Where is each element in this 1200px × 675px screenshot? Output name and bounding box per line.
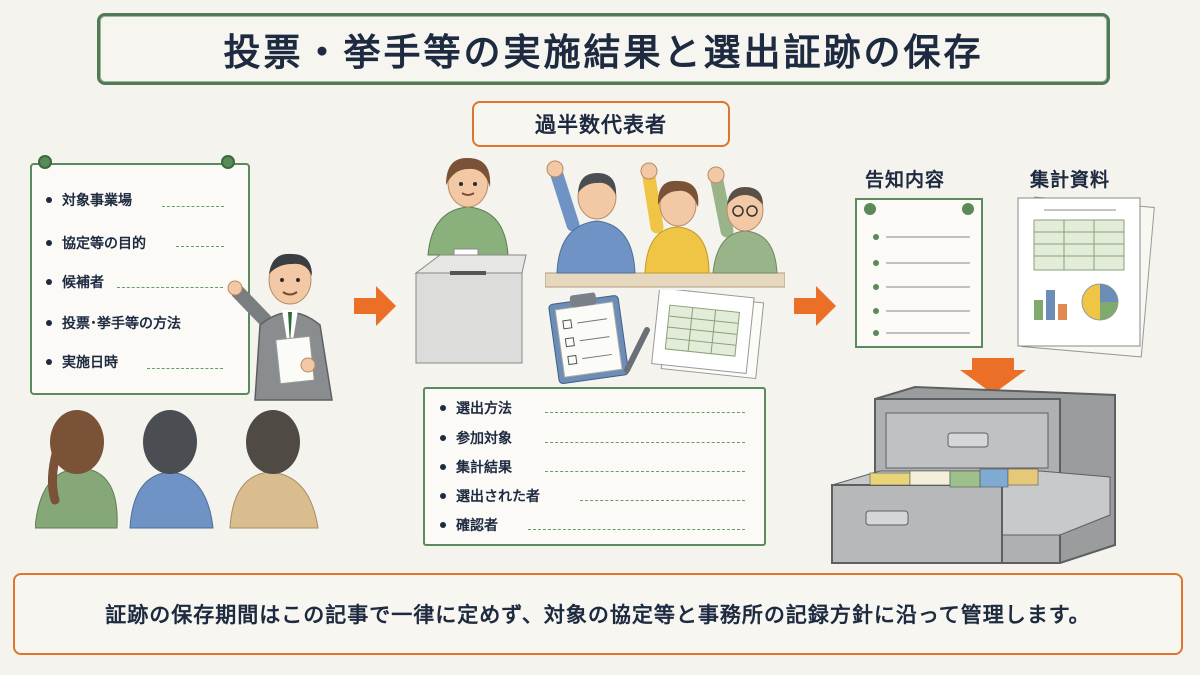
notice-board (30, 163, 250, 395)
notice-item: 協定等の目的 (46, 233, 146, 253)
footer-note: 証跡の保存期間はこの記事で一律に定めず、対象の協定等と事務所の記録方針に沿って管… (105, 603, 1091, 627)
results-item: 選出方法 (440, 398, 512, 418)
blank-line (117, 287, 223, 288)
tally-heading: 集計資料 (1030, 169, 1111, 191)
blank-line (545, 442, 745, 443)
notice-item: 候補者 (46, 272, 104, 292)
pin-icon (221, 155, 235, 169)
results-item: 選出された者 (440, 486, 540, 506)
blank-line (545, 412, 745, 413)
blank-line (545, 471, 745, 472)
clipboard-illustration (548, 290, 765, 384)
arrow-right-icon (794, 286, 836, 326)
announcement-sheet (855, 198, 983, 348)
results-item: 集計結果 (440, 457, 512, 477)
notice-item: 実施日時 (46, 352, 118, 372)
notice-item: 投票･挙手等の方法 (46, 313, 181, 333)
results-item: 確認者 (440, 515, 498, 535)
blank-line (176, 246, 224, 247)
audience-illustration (35, 410, 319, 529)
blank-line (147, 368, 223, 369)
presenter-illustration (227, 253, 333, 401)
results-list-box (423, 387, 766, 546)
raised-hands-illustration (545, 160, 785, 288)
announcement-heading: 告知内容 (865, 169, 946, 191)
filing-cabinet (831, 385, 1116, 564)
blank-line (580, 500, 745, 501)
pin-icon (38, 155, 52, 169)
majority-representative-label: 過半数代表者 (472, 101, 730, 147)
arrow-down-icon (960, 358, 1026, 394)
ballot-box-illustration (414, 157, 527, 364)
arrow-right-icon (354, 286, 396, 326)
page-title: 投票・挙手等の実施結果と選出証跡の保存 (223, 31, 984, 74)
notice-item: 対象事業場 (46, 190, 132, 210)
title-frame (97, 13, 1110, 85)
blank-line (528, 529, 745, 530)
blank-line (162, 206, 224, 207)
tally-documents (1017, 196, 1155, 358)
results-item: 参加対象 (440, 428, 512, 448)
footer-frame (13, 573, 1183, 655)
